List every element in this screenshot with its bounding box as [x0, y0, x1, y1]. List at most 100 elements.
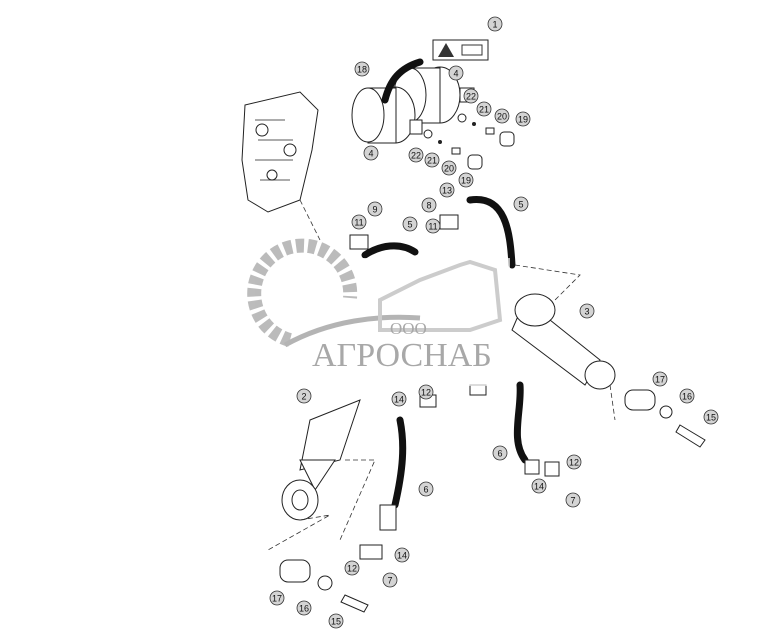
callout-22: 22: [408, 147, 424, 163]
fittings-middle: [349, 214, 560, 560]
callout-label: 11: [354, 218, 363, 228]
callout-label: 7: [570, 496, 575, 506]
callout-circle: [344, 560, 360, 576]
callout-circle: [354, 61, 370, 77]
watermark-prefix: ООО: [390, 319, 427, 338]
cylinder-2: [279, 399, 369, 613]
hose-6-left: [391, 416, 407, 509]
watermark-logo: ООО АГРОСНАБ: [247, 238, 510, 386]
callout-circle: [382, 572, 398, 588]
callout-16: 16: [296, 600, 312, 616]
callout-label: 1: [492, 20, 497, 30]
callout-circle: [515, 111, 531, 127]
callout-label: 3: [584, 307, 589, 317]
valve-block: [241, 91, 319, 213]
callout-label: 21: [427, 156, 437, 166]
callout-circle: [531, 478, 547, 494]
callout-20: 20: [441, 160, 457, 176]
callout-circle: [463, 88, 479, 104]
callout-circle: [363, 145, 379, 161]
hose-6-right: [513, 381, 529, 464]
callout-3: 3: [579, 303, 595, 319]
callout-4: 4: [448, 65, 464, 81]
callout-4: 4: [363, 145, 379, 161]
callout-13: 13: [439, 182, 455, 198]
callout-14: 14: [394, 547, 410, 563]
callout-label: 22: [466, 92, 476, 102]
callout-circle: [652, 371, 668, 387]
callout-circle: [269, 590, 285, 606]
callout-2: 2: [296, 388, 312, 404]
callout-label: 13: [442, 186, 452, 196]
callout-label: 6: [423, 485, 428, 495]
callout-14: 14: [531, 478, 547, 494]
callout-12: 12: [418, 384, 434, 400]
callout-14: 14: [391, 391, 407, 407]
callout-5: 5: [402, 216, 418, 232]
callout-18: 18: [354, 61, 370, 77]
callout-label: 6: [497, 449, 502, 459]
callout-circle: [328, 613, 344, 629]
callout-label: 15: [706, 413, 716, 423]
callout-15: 15: [328, 613, 344, 629]
callout-circle: [679, 388, 695, 404]
callout-label: 18: [357, 65, 367, 75]
callout-16: 16: [679, 388, 695, 404]
callout-1: 1: [487, 16, 503, 32]
callout-circle: [351, 214, 367, 230]
callout-circle: [367, 201, 383, 217]
callout-label: 22: [411, 151, 421, 161]
callout-19: 19: [515, 111, 531, 127]
callout-circle: [566, 454, 582, 470]
callout-11: 11: [425, 218, 441, 234]
callout-label: 12: [347, 564, 357, 574]
callout-circle: [439, 182, 455, 198]
callout-6: 6: [418, 481, 434, 497]
callout-label: 14: [534, 482, 544, 492]
callout-label: 20: [497, 112, 507, 122]
callout-22: 22: [463, 88, 479, 104]
callout-7: 7: [382, 572, 398, 588]
callout-label: 15: [331, 617, 341, 627]
callout-circle: [418, 384, 434, 400]
callout-circle: [703, 409, 719, 425]
callout-circle: [424, 152, 440, 168]
callout-circle: [391, 391, 407, 407]
callout-circle: [458, 172, 474, 188]
callout-circle: [476, 101, 492, 117]
callout-label: 21: [479, 105, 489, 115]
callout-label: 16: [682, 392, 692, 402]
callout-label: 14: [397, 551, 407, 561]
callout-circle: [513, 196, 529, 212]
callout-9: 9: [367, 201, 383, 217]
callout-circle: [441, 160, 457, 176]
callout-label: 14: [394, 395, 404, 405]
callout-label: 19: [518, 115, 528, 125]
callout-label: 12: [421, 388, 431, 398]
callout-label: 17: [272, 594, 282, 604]
callout-label: 9: [372, 205, 377, 215]
callout-circle: [565, 492, 581, 508]
callout-circle: [487, 16, 503, 32]
callout-circle: [448, 65, 464, 81]
cylinder-3: [511, 293, 706, 448]
dashed-leader: [267, 199, 616, 551]
callout-circle: [494, 108, 510, 124]
callout-circle: [418, 481, 434, 497]
callout-21: 21: [424, 152, 440, 168]
callout-12: 12: [566, 454, 582, 470]
callout-circle: [492, 445, 508, 461]
callout-circle: [421, 197, 437, 213]
callout-circle: [296, 600, 312, 616]
callout-label: 17: [655, 375, 665, 385]
callout-circle: [402, 216, 418, 232]
callout-circle: [296, 388, 312, 404]
callout-11: 11: [351, 214, 367, 230]
callout-8: 8: [421, 197, 437, 213]
callout-17: 17: [269, 590, 285, 606]
watermark-name: АГРОСНАБ: [312, 337, 492, 374]
hose-top: [381, 58, 424, 104]
callout-circle: [425, 218, 441, 234]
callout-6: 6: [492, 445, 508, 461]
